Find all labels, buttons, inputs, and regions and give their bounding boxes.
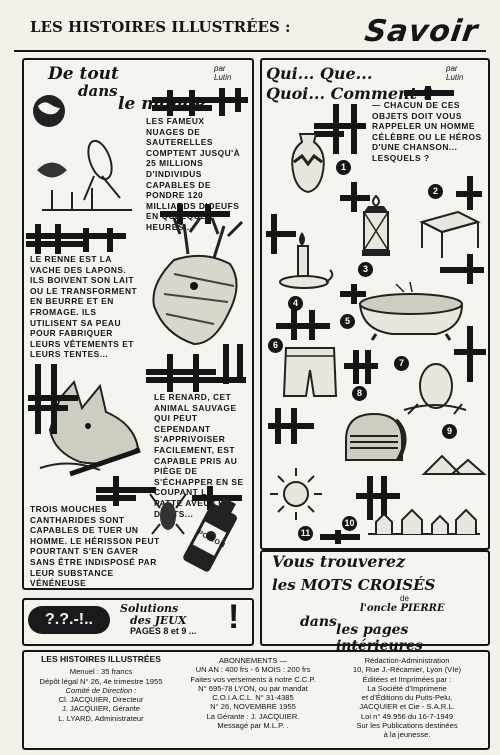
crossword-mark	[340, 182, 370, 212]
solutions-line2: des JEUX	[130, 614, 187, 627]
footer-text: Rédaction-Administration	[364, 656, 450, 665]
beetle-illustration	[149, 493, 187, 535]
helmet-illustration	[345, 412, 407, 462]
bathtub-illustration	[358, 281, 464, 341]
crossword-mark	[344, 350, 378, 384]
quiz-number: 8	[352, 386, 367, 401]
header-divider	[14, 50, 486, 52]
crossword-mark	[152, 88, 248, 116]
footer-text: J. JACQUIER, Gérante	[61, 704, 141, 714]
vase-illustration	[291, 133, 325, 194]
right-byline: par Lutin	[446, 64, 464, 82]
crossword-mark	[456, 176, 482, 210]
footer-text: L. LYARD, Administrateur	[58, 713, 144, 723]
quiz-number: 7	[394, 356, 409, 371]
footer-text: La Société d'Imprimerie	[367, 683, 447, 693]
shorts-illustration	[282, 347, 338, 397]
crossword-mark	[160, 204, 230, 224]
village-illustration	[368, 508, 480, 535]
quiz-number: 1	[336, 160, 351, 175]
promo-line1: Vous trouverez	[272, 552, 406, 571]
right-title-line1: Qui... Que...	[266, 64, 373, 83]
promo-line4: l'oncle PIERRE	[360, 603, 445, 614]
footer-editorial: Rédaction-Administration 10, Rue J.-Réca…	[332, 656, 482, 740]
footer-text: N° 26, NOVEMBRE 1955	[210, 702, 296, 712]
crossword-mark	[268, 408, 314, 444]
footer-text: N° 695-78 LYON, ou par mandat	[198, 683, 308, 693]
footer-text: JACQUIER et Cie - S.A.R.L.	[359, 702, 455, 712]
footer-publisher-title: LES HISTOIRES ILLUSTRÉES	[41, 654, 161, 664]
crossword-mark	[96, 476, 156, 506]
footer-text: UN AN : 400 frs - 6 MOIS : 200 frs	[195, 665, 311, 675]
egg-illustration	[403, 363, 467, 415]
solutions-pages: PAGES 8 et 9 ...	[130, 626, 197, 636]
footer-subscriptions: ABONNEMENTS — UN AN : 400 frs - 6 MOIS :…	[178, 656, 328, 730]
crossword-mark	[320, 530, 360, 544]
footer-text: Faites vos versements à notre C.C.P.	[190, 674, 316, 684]
footer-publisher: LES HISTOIRES ILLUSTRÉES Menuel : 35 fra…	[26, 654, 176, 723]
crossword-promo	[260, 550, 490, 646]
pyramids-illustration	[421, 454, 487, 475]
crossword-mark	[276, 310, 330, 340]
footer-text: Cl. JACQUIER, Directeur	[58, 695, 144, 705]
crossword-mark	[440, 254, 484, 284]
quiz-number: 9	[442, 424, 457, 439]
quiz-number: 6	[268, 338, 283, 353]
footer-text: Loi n° 49.956 du 16-7-1949	[360, 711, 454, 721]
reindeer-paragraph: LE RENNE EST LA VACHE DES LAPONS. ILS BO…	[30, 254, 138, 360]
grasshopper-illustration	[37, 139, 132, 211]
magazine-title: LES HISTOIRES ILLUSTRÉES :	[30, 18, 291, 36]
crossword-mark	[340, 284, 366, 304]
crossword-mark	[404, 86, 454, 100]
poison-bottle-illustration	[183, 497, 237, 572]
fox-illustration	[39, 379, 141, 477]
beetle-paragraph: TROIS MOUCHES CANTHARIDES SONT CAPABLES …	[30, 504, 160, 589]
promo-line2: les MOTS CROISÉS	[272, 576, 436, 594]
solutions-badge: ?.?.-!..	[28, 606, 110, 634]
footer-text: à la jeunesse.	[383, 730, 431, 740]
crossword-mark	[146, 344, 246, 392]
left-title-line1: De tout	[48, 64, 119, 84]
footer-box	[22, 650, 490, 750]
footer-text: Menuel : 35 francs	[69, 667, 133, 677]
promo-line3: de	[400, 594, 409, 603]
quiz-number: 5	[340, 314, 355, 329]
footer-text: La Gérante : J. JACQUIER.	[206, 711, 300, 721]
footer-text: Éditées et Imprimées par :	[362, 674, 452, 684]
footer-text: 10, Rue J.-Récamier, Lyon (VIe)	[352, 665, 462, 675]
footer-text: et d'Éditions du Puits-Pelu,	[361, 693, 453, 703]
table-illustration	[419, 210, 481, 258]
promo-line5: dans	[300, 614, 337, 630]
left-byline: par Lutin	[214, 64, 232, 82]
candle-illustration	[279, 232, 334, 289]
footer-text: Comité de Direction :	[65, 685, 137, 695]
quiz-number: 3	[358, 262, 373, 277]
sun-illustration	[270, 468, 322, 520]
left-title-line2: dans	[78, 82, 118, 100]
quiz-number: 4	[288, 296, 303, 311]
quiz-question: — CHACUN DE CES OBJETS DOIT VOUS RAPPELE…	[372, 100, 482, 163]
crossword-mark	[314, 104, 366, 154]
right-title-line2: Quoi... Comment ?	[266, 84, 433, 103]
crossword-mark	[266, 214, 296, 254]
quiz-number: 10	[342, 516, 357, 531]
solutions-line1: Solutions	[120, 602, 179, 615]
globe-icon	[33, 95, 65, 127]
footer-text: C.O.I.A.C.L. N° 31-4385	[212, 693, 294, 703]
solutions-exclamation: !	[228, 598, 240, 636]
crossword-mark	[454, 326, 486, 382]
quiz-number: 11	[298, 526, 313, 541]
footer-subscriptions-title: ABONNEMENTS —	[218, 656, 288, 665]
section-title: Savoir	[362, 14, 481, 49]
footer-text: Sur les Publications destinées	[356, 721, 458, 731]
lantern-illustration	[362, 194, 390, 256]
quiz-number: 2	[428, 184, 443, 199]
crossword-mark	[28, 364, 78, 434]
crossword-mark	[26, 224, 126, 254]
footer-text: Messagé par M.L.P. .	[217, 721, 289, 731]
footer-text: Dépôt légal N° 26, 4e trimestre 1955	[39, 676, 163, 686]
reindeer-illustration	[152, 217, 244, 346]
